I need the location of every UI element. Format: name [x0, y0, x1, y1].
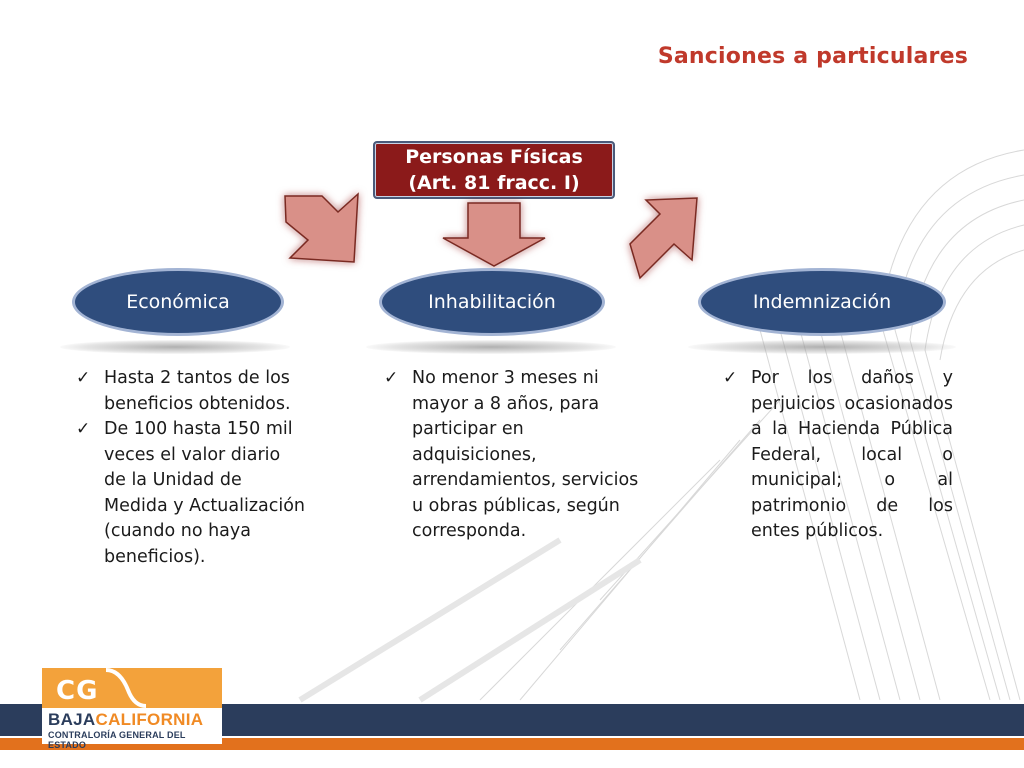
footer-band-orange	[0, 738, 1024, 750]
check-icon: ✓	[384, 368, 399, 388]
logo-state-part2: CALIFORNIA	[95, 710, 204, 729]
economica-item-1: Hasta 2 tantos de los beneficios obtenid…	[104, 368, 291, 414]
list-item: ✓ Hasta 2 tantos de los beneficios obteni…	[76, 366, 306, 417]
check-icon: ✓	[723, 368, 738, 388]
oval-inhabilitacion: Inhabilitación	[379, 268, 605, 336]
oval-shadow-indemnizacion	[688, 340, 956, 354]
logo-bottom-panel: BAJACALIFORNIA CONTRALORÍA GENERAL DEL E…	[42, 708, 222, 750]
center-box-line1: Personas Físicas	[405, 146, 583, 168]
economica-list: ✓ Hasta 2 tantos de los beneficios obteni…	[76, 366, 306, 570]
logo-state-name: BAJACALIFORNIA	[48, 710, 203, 730]
inhabilitacion-item-1: No menor 3 meses ni mayor a 8 años, para…	[412, 368, 639, 541]
logo-subtitle: CONTRALORÍA GENERAL DEL ESTADO	[48, 730, 186, 750]
contraloria-logo: CG BAJACALIFORNIA CONTRALORÍA GENERAL DE…	[38, 664, 228, 750]
oval-indemnizacion: Indemnización	[698, 268, 946, 336]
logo-state-part1: BAJA	[48, 710, 96, 729]
personas-fisicas-box: Personas Físicas (Art. 81 fracc. I)	[373, 141, 615, 199]
list-item: ✓ No menor 3 meses ni mayor a 8 años, par…	[384, 366, 648, 545]
slide-title: Sanciones a particulares	[657, 44, 968, 69]
check-icon: ✓	[76, 419, 91, 439]
check-icon: ✓	[76, 368, 91, 388]
logo-acronym: CG	[56, 676, 99, 706]
indemnizacion-item-1: Por los daños y perjuicios ocasionados a…	[751, 368, 953, 541]
oval-shadow-inhabilitacion	[366, 340, 616, 354]
oval-shadow-economica	[60, 340, 290, 354]
indemnizacion-list: ✓ Por los daños y perjuicios ocasionados …	[723, 366, 953, 545]
logo-top-panel: CG	[42, 668, 222, 708]
logo-swoosh-icon	[106, 668, 147, 708]
list-item: ✓ Por los daños y perjuicios ocasionados …	[723, 366, 953, 545]
economica-item-2: De 100 hasta 150 mil veces el valor diar…	[104, 419, 306, 567]
oval-economica: Económica	[72, 268, 284, 336]
list-item: ✓ De 100 hasta 150 mil veces el valor dia…	[76, 417, 306, 570]
inhabilitacion-list: ✓ No menor 3 meses ni mayor a 8 años, par…	[384, 366, 648, 545]
center-box-line2: (Art. 81 fracc. I)	[408, 172, 580, 194]
